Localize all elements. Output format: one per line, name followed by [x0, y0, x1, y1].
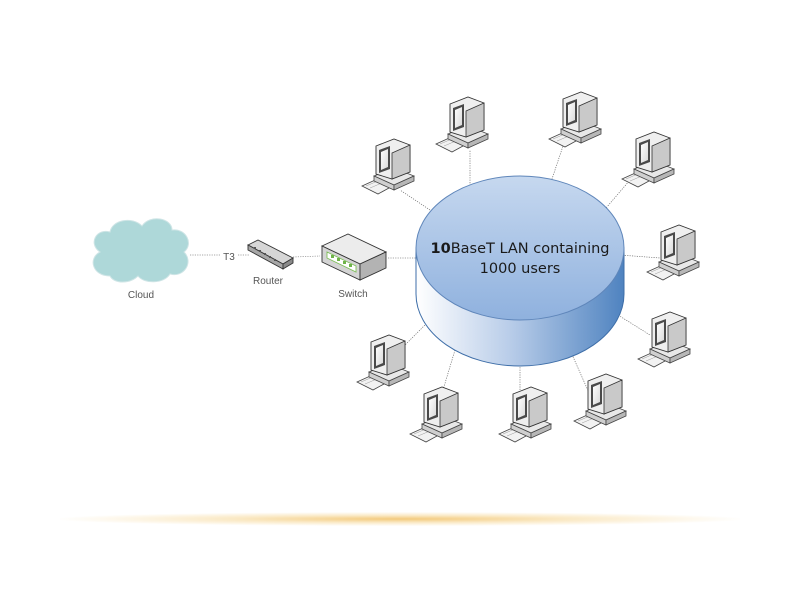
- lan-label-rest: BaseT LAN containing: [451, 241, 610, 257]
- decorative-glow-bar: [60, 512, 740, 526]
- lan-label-line2: 1000 users: [480, 261, 561, 277]
- cloud-icon: [92, 218, 189, 283]
- switch-label: Switch: [338, 289, 367, 300]
- workstation-icon: [548, 91, 602, 148]
- workstation-icon: [356, 334, 410, 391]
- workstation-icon: [573, 373, 627, 430]
- lan-cylinder: [415, 175, 625, 367]
- switch-icon: [320, 233, 388, 281]
- router-label: Router: [253, 276, 284, 287]
- workstation-icon: [409, 386, 463, 443]
- workstation-icon: [637, 311, 691, 368]
- t3-link-label: T3: [223, 252, 235, 263]
- workstation-icon: [361, 138, 415, 195]
- wan-link-lines: [190, 254, 418, 259]
- workstation-icon: [646, 224, 700, 281]
- workstation-icon: [435, 96, 489, 153]
- cloud-label: Cloud: [128, 290, 154, 301]
- router-icon: [247, 239, 294, 270]
- lan-label-line1: 10BaseT LAN containing: [431, 241, 610, 257]
- workstation-icon: [498, 386, 552, 443]
- lan-label-speed: 10: [431, 241, 451, 257]
- workstation-icon: [621, 131, 675, 188]
